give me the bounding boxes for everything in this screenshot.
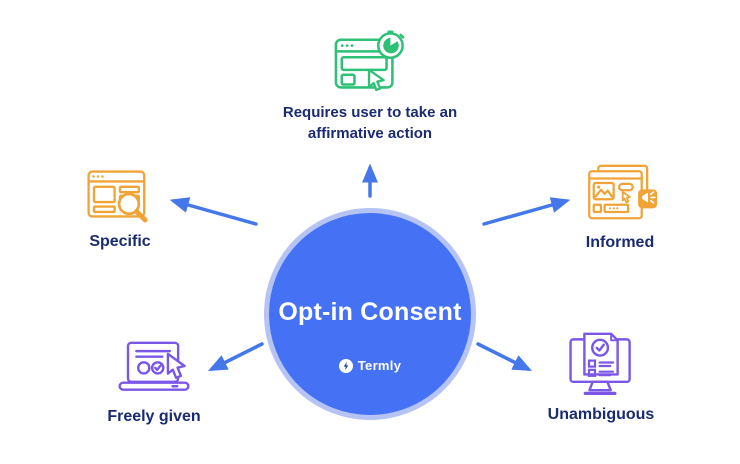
laptop-checkmark-cursor-icon	[118, 341, 190, 391]
monitor-checklist-icon	[569, 332, 631, 395]
node-label-informed: Informed	[585, 233, 655, 251]
node-label-unambiguous: Unambiguous	[547, 406, 655, 424]
brand-name: Termly	[357, 358, 402, 373]
node-freely-given: Freely given	[92, 340, 216, 427]
brand: Termly	[269, 358, 471, 373]
webpage-megaphone-icon	[588, 164, 658, 220]
termly-logo-icon	[338, 358, 353, 373]
browser-stopwatch-cursor-icon	[334, 30, 405, 92]
arrow-upper-right	[482, 197, 571, 226]
node-label-specific: Specific	[89, 233, 151, 251]
arrow-lower-right	[476, 342, 533, 372]
node-affirmative-action: Requires user to take an affirmative act…	[260, 30, 480, 144]
node-informed: Informed	[560, 164, 680, 253]
center-circle: Opt-in Consent Termly	[264, 208, 476, 420]
node-unambiguous: Unambiguous	[538, 332, 664, 425]
browser-magnifier-icon	[87, 170, 148, 223]
arrow-lower-left	[207, 342, 264, 372]
node-label-freely-given: Freely given	[107, 407, 201, 425]
node-specific: Specific	[60, 168, 180, 252]
node-label-affirmative-action: Requires user to take an affirmative act…	[282, 104, 458, 143]
arrow-upper-left	[169, 197, 258, 226]
center-title: Opt-in Consent	[278, 298, 462, 326]
